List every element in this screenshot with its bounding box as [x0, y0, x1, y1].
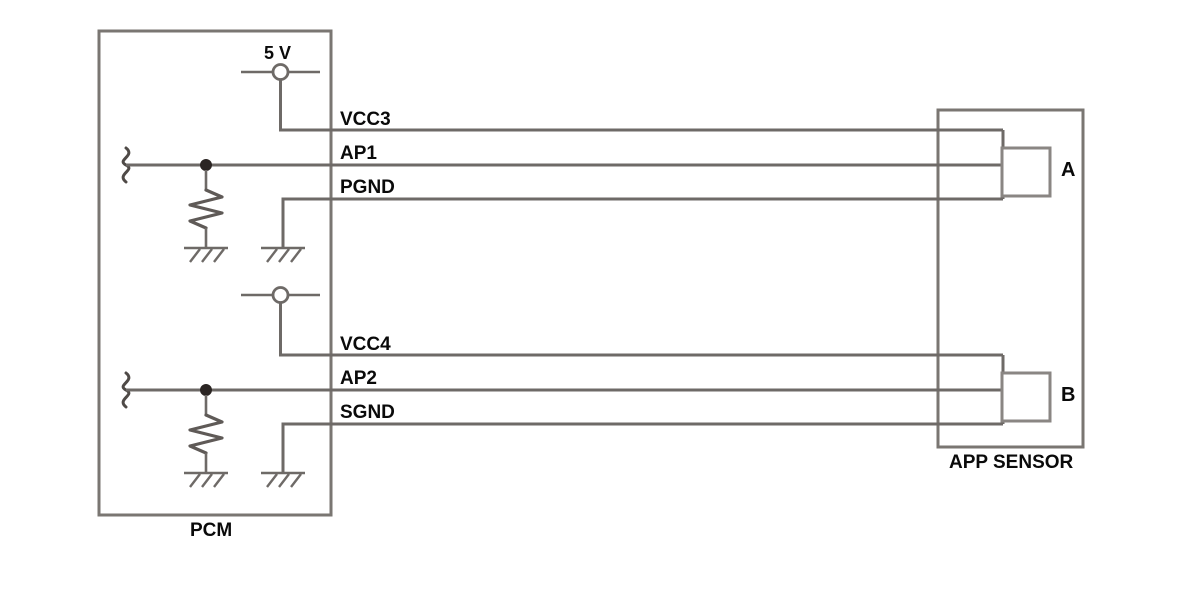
sensor-element-label-a: A	[1061, 159, 1076, 181]
ground-hatch-pgnd-2	[278, 248, 290, 263]
sensor-element-b	[1000, 371, 1052, 423]
wire-sgnd	[281, 422, 1003, 473]
signal-label-vcc3: VCC3	[340, 109, 391, 130]
signal-label-ap1: AP1	[340, 143, 377, 164]
ground-hatch-resistor-b-2	[201, 473, 213, 488]
ground-hatch-pgnd-3	[290, 248, 302, 263]
signal-label-pgnd: PGND	[340, 177, 395, 198]
ground-hatch-sgnd-3	[290, 473, 302, 488]
app-sensor-block-label: APP SENSOR	[949, 452, 1074, 473]
ground-hatch-resistor-a-2	[201, 248, 213, 263]
sensor-element-label-b: B	[1061, 384, 1076, 406]
junction-dot-ap2	[200, 384, 212, 396]
ground-hatch-resistor-b-1	[189, 473, 201, 488]
pcm-enclosure	[97, 29, 333, 517]
supply-voltage-label: 5 V	[264, 43, 292, 63]
signal-label-vcc4: VCC4	[340, 334, 391, 355]
app-sensor-enclosure	[936, 108, 1085, 449]
supply-terminal-node-a	[271, 63, 290, 81]
junction-dot-ap1	[200, 159, 212, 171]
ground-hatch-sgnd-2	[278, 473, 290, 488]
signal-label-sgnd: SGND	[340, 402, 395, 423]
pulldown-resistor-a	[188, 188, 224, 230]
ground-hatch-pgnd-1	[266, 248, 278, 263]
ground-hatch-resistor-b-3	[213, 473, 225, 488]
wire-pgnd	[281, 197, 1003, 248]
wire-vcc4	[279, 302, 1003, 357]
supply-terminal-node-b	[271, 286, 290, 304]
signal-label-ap2: AP2	[340, 368, 377, 389]
sensor-element-a	[1000, 146, 1052, 198]
ground-hatch-resistor-a-3	[213, 248, 225, 263]
ground-hatch-sgnd-1	[266, 473, 278, 488]
pulldown-resistor-b	[188, 413, 224, 455]
wire-vcc3	[279, 79, 1003, 132]
ground-hatch-resistor-a-1	[189, 248, 201, 263]
pcm-block-label: PCM	[190, 520, 233, 541]
